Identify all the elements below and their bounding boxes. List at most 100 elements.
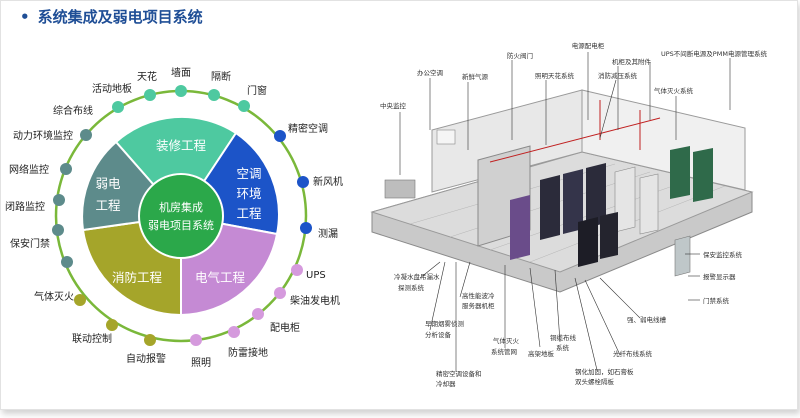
ring-label-zonghe: 综合布线 <box>53 104 93 117</box>
ring-dot-celou <box>300 222 312 234</box>
label-shuangceng: 双头螺栓隔板 <box>575 377 615 386</box>
datacenter-illustration: 办公空调 新鲜气源 防火阀门 电源配电柜 UPS不间断电源及PMM电源管理系统 … <box>370 41 767 388</box>
office-area <box>384 129 456 199</box>
ring-dot-peidian <box>252 308 264 320</box>
ring-dot-qiangmian <box>175 85 187 97</box>
label-qiti-miehuo-guan: 气体灭火 <box>493 336 520 345</box>
label-fenxi: 分析设备 <box>425 330 452 339</box>
center-label-1: 机房集成 <box>159 200 203 214</box>
ring-label-tianhua: 天花 <box>137 70 157 83</box>
ring-dot-zonghe <box>80 129 92 141</box>
label-dianyuan-peidiangui: 电源配电柜 <box>572 41 605 50</box>
ups-cabinet-2 <box>693 148 713 202</box>
label-xitong: 系统 <box>556 343 570 352</box>
label-baojing-xianshi: 报警显示器 <box>703 272 736 281</box>
label-fanghuo-famen: 防火阀门 <box>507 51 533 60</box>
ring-label-xinfeng: 新风机 <box>313 175 343 188</box>
label-gaoxingneng: 高性能波冷 <box>462 291 495 300</box>
label-ups-system: UPS不间断电源及PMM电源管理系统 <box>661 49 767 58</box>
ring-dot-baoan <box>61 256 73 268</box>
label-jingmi-kongtiao: 精密空调设备和 <box>436 369 482 378</box>
server-racks <box>510 163 659 267</box>
ring-label-chaiyou: 柴油发电机 <box>290 294 340 307</box>
label-baoan-jiankong: 保安监控系统 <box>703 250 743 259</box>
label-fuwuqi: 服务器机柜 <box>462 301 495 310</box>
ring-label-liandong: 联动控制 <box>72 332 112 345</box>
label-xiaofang-jianya: 消防减压系统 <box>598 71 638 80</box>
segment-label-zhuangxiu: 装修工程 <box>156 138 207 153</box>
ring-dot-wangluo <box>53 194 65 206</box>
office-ac-unit <box>436 129 456 145</box>
bullet-icon: • <box>20 8 30 26</box>
ring-dot-qiti <box>74 294 86 306</box>
ring-dot-tianhua <box>144 89 156 101</box>
segment-label-kongtiao-1: 空调 <box>236 166 261 181</box>
label-xinxian-qiyuan: 新鲜气源 <box>462 72 489 81</box>
ring-label-jingmi: 精密空调 <box>288 122 328 135</box>
system-wheel: 装修工程 空调 环境 工程 弱电 工程 消防工程 电气工程 机房集成 弱电项目系… <box>54 89 308 343</box>
label-lengquegi: 冷却器 <box>436 379 456 388</box>
door <box>674 235 691 277</box>
ring-dot-xinfeng <box>297 176 309 188</box>
ring-label-baoan: 保安门禁 <box>10 237 50 250</box>
label-menjin: 门禁系统 <box>703 296 730 305</box>
rack-7 <box>578 217 598 267</box>
center-label-2: 弱电项目系统 <box>148 219 214 232</box>
leader-lines <box>399 52 731 372</box>
ring-label-zhaoming: 照明 <box>191 357 211 369</box>
page-title: •系统集成及弱电项目系统 <box>20 6 203 27</box>
label-tance: 探测系统 <box>398 283 425 292</box>
ring-dot-bilu <box>52 224 64 236</box>
label-jigui: 机柜及其附件 <box>612 57 652 66</box>
segment-label-xiaofang: 消防工程 <box>112 270 163 285</box>
label-bangong-kongtiao: 办公空调 <box>417 68 443 77</box>
ups-cabinet-1 <box>670 146 690 199</box>
rack-5 <box>614 166 636 233</box>
ring-label-huodong: 活动地板 <box>92 82 132 95</box>
rack-1 <box>540 175 560 240</box>
label-qiti-miehuo-xt: 气体灭火系统 <box>654 86 694 95</box>
label-xitong-guanwang: 系统管网 <box>491 347 517 356</box>
ring-dot-zidong <box>144 334 156 346</box>
ring-label-peidian: 配电柜 <box>270 321 300 334</box>
segment-label-ruodian-1: 弱电 <box>95 176 121 191</box>
label-zhongyang-jiankong: 中央监控 <box>380 101 407 110</box>
ring-label-qiangmian: 墙面 <box>171 66 191 79</box>
segment-label-kongtiao-3: 工程 <box>236 206 262 221</box>
ring-dot-geduan <box>208 89 220 101</box>
ring-dot-dongli <box>60 163 72 175</box>
label-tonglan: 铜缆布线 <box>550 333 577 342</box>
ring-dot-menchuang <box>238 100 250 112</box>
rack-3 <box>586 163 606 228</box>
ring-label-fanglei: 防雷接地 <box>228 346 268 359</box>
label-lengning: 冷凝水盘吊漏水 <box>394 272 440 281</box>
ring-label-wangluo: 网络监控 <box>9 163 49 176</box>
rack-4 <box>510 195 530 260</box>
ring-dot-liandong <box>106 319 118 331</box>
ring-dot-chaiyou <box>274 287 286 299</box>
ring-dot-ups <box>291 264 303 276</box>
rack-2 <box>563 169 583 234</box>
monitor-desk <box>384 179 416 199</box>
label-jiagu: 钢化加固，如石膏板 <box>575 367 634 376</box>
ring-label-zidong: 自动报警 <box>126 352 166 365</box>
ring-label-menchuang: 门窗 <box>247 84 267 97</box>
label-zhaoming: 照明天花系统 <box>535 71 575 80</box>
rack-6 <box>639 173 659 235</box>
fire-pipes <box>489 100 661 163</box>
segment-label-ruodian-2: 工程 <box>95 198 121 213</box>
label-guangxian: 光纤布线系统 <box>613 349 653 358</box>
ring-dot-huodong <box>112 101 124 113</box>
slide-frame <box>0 0 798 410</box>
ring-dot-jingmi <box>274 130 286 142</box>
ring-label-qiti: 气体灭火 <box>34 290 74 303</box>
label-gaojia: 高架地板 <box>528 349 555 358</box>
ring-label-celou: 测漏 <box>318 227 338 240</box>
segment-label-dianqi: 电气工程 <box>195 270 246 285</box>
ups-cabinets <box>670 146 713 202</box>
rack-8 <box>600 212 618 259</box>
ring-dot-zhaoming <box>190 334 202 346</box>
ring-label-ups: UPS <box>306 270 326 281</box>
ring-label-dongli: 动力环境监控 <box>13 129 73 142</box>
